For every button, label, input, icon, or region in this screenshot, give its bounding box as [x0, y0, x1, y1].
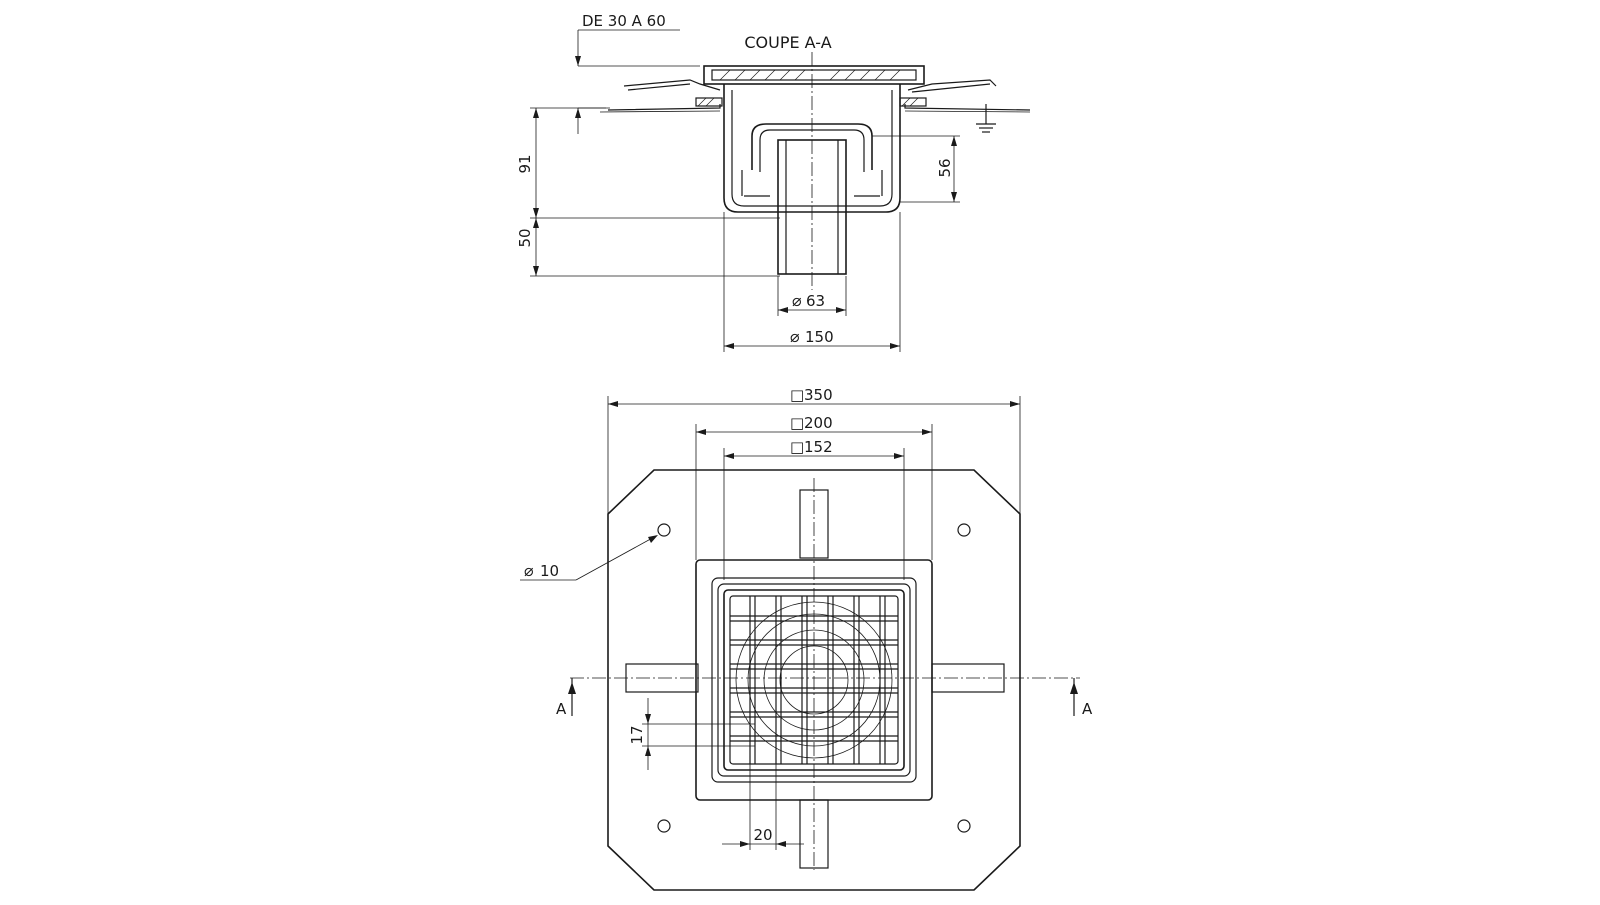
dim-91: 91 [516, 107, 780, 219]
section-mark-left-label: A [556, 700, 567, 718]
dim-square-350: □ 350 [607, 386, 1021, 520]
fixing-hole-bl [657, 819, 671, 833]
dim-dia-150: ⌀ 150 [723, 212, 901, 352]
dim-56-value: 56 [936, 158, 954, 177]
outlet-pipe [777, 139, 847, 275]
section-title: COUPE A-A [744, 33, 831, 52]
grate-cap [703, 65, 925, 85]
fixing-hole-tl [657, 523, 671, 537]
thickness-label: DE 30 A 60 [582, 12, 666, 30]
section-mark-left: A [556, 678, 576, 718]
drain-body [723, 84, 901, 213]
dim-20-value: 20 [753, 826, 772, 844]
dia-symbol-10: ⌀ [524, 561, 534, 580]
dim-17-value: 17 [628, 725, 646, 744]
section-view: COUPE A-A [516, 12, 1031, 352]
fixing-hole-br [957, 819, 971, 833]
dim-dia-63: ⌀ 63 [777, 276, 847, 316]
dim-50-value: 50 [516, 228, 534, 247]
dim-20: 20 [722, 756, 804, 850]
fixing-hole-tr [957, 523, 971, 537]
dim-152-value: 152 [804, 438, 833, 456]
cap-hatch [719, 69, 901, 81]
sq-symbol-200: □ [790, 414, 804, 432]
dim-91-value: 91 [516, 154, 534, 173]
right-clamp [899, 97, 927, 107]
dim-56: 56 [872, 135, 960, 203]
section-mark-right-label: A [1082, 700, 1093, 718]
dia-symbol-150: ⌀ [790, 327, 800, 346]
dim-350-value: 350 [804, 386, 833, 404]
dim-10-value: 10 [540, 562, 559, 580]
odor-trap [751, 123, 873, 170]
dia-symbol-63: ⌀ [792, 291, 802, 310]
dim-200-value: 200 [804, 414, 833, 432]
dim-thickness: DE 30 A 60 [575, 12, 700, 134]
dim-square-152: □ 152 [723, 438, 905, 580]
sq-symbol-350: □ [790, 386, 804, 404]
dim-50: 50 [516, 218, 780, 277]
dim-63-value: 63 [806, 292, 825, 310]
right-flange [907, 79, 997, 93]
dim-hole-10: ⌀ 10 [520, 535, 658, 581]
dim-17: 17 [628, 698, 755, 770]
section-mark-right: A [1070, 678, 1093, 718]
left-clamp [695, 97, 723, 107]
left-flange [623, 79, 721, 91]
roof-membrane [607, 104, 1031, 111]
ground-symbol [976, 104, 996, 133]
base-plate [607, 469, 1021, 891]
dim-150-value: 150 [805, 328, 834, 346]
plan-view: □ 350 □ 200 □ 152 [520, 386, 1093, 891]
dim-square-200: □ 200 [695, 414, 933, 560]
sq-symbol-152: □ [790, 438, 804, 456]
